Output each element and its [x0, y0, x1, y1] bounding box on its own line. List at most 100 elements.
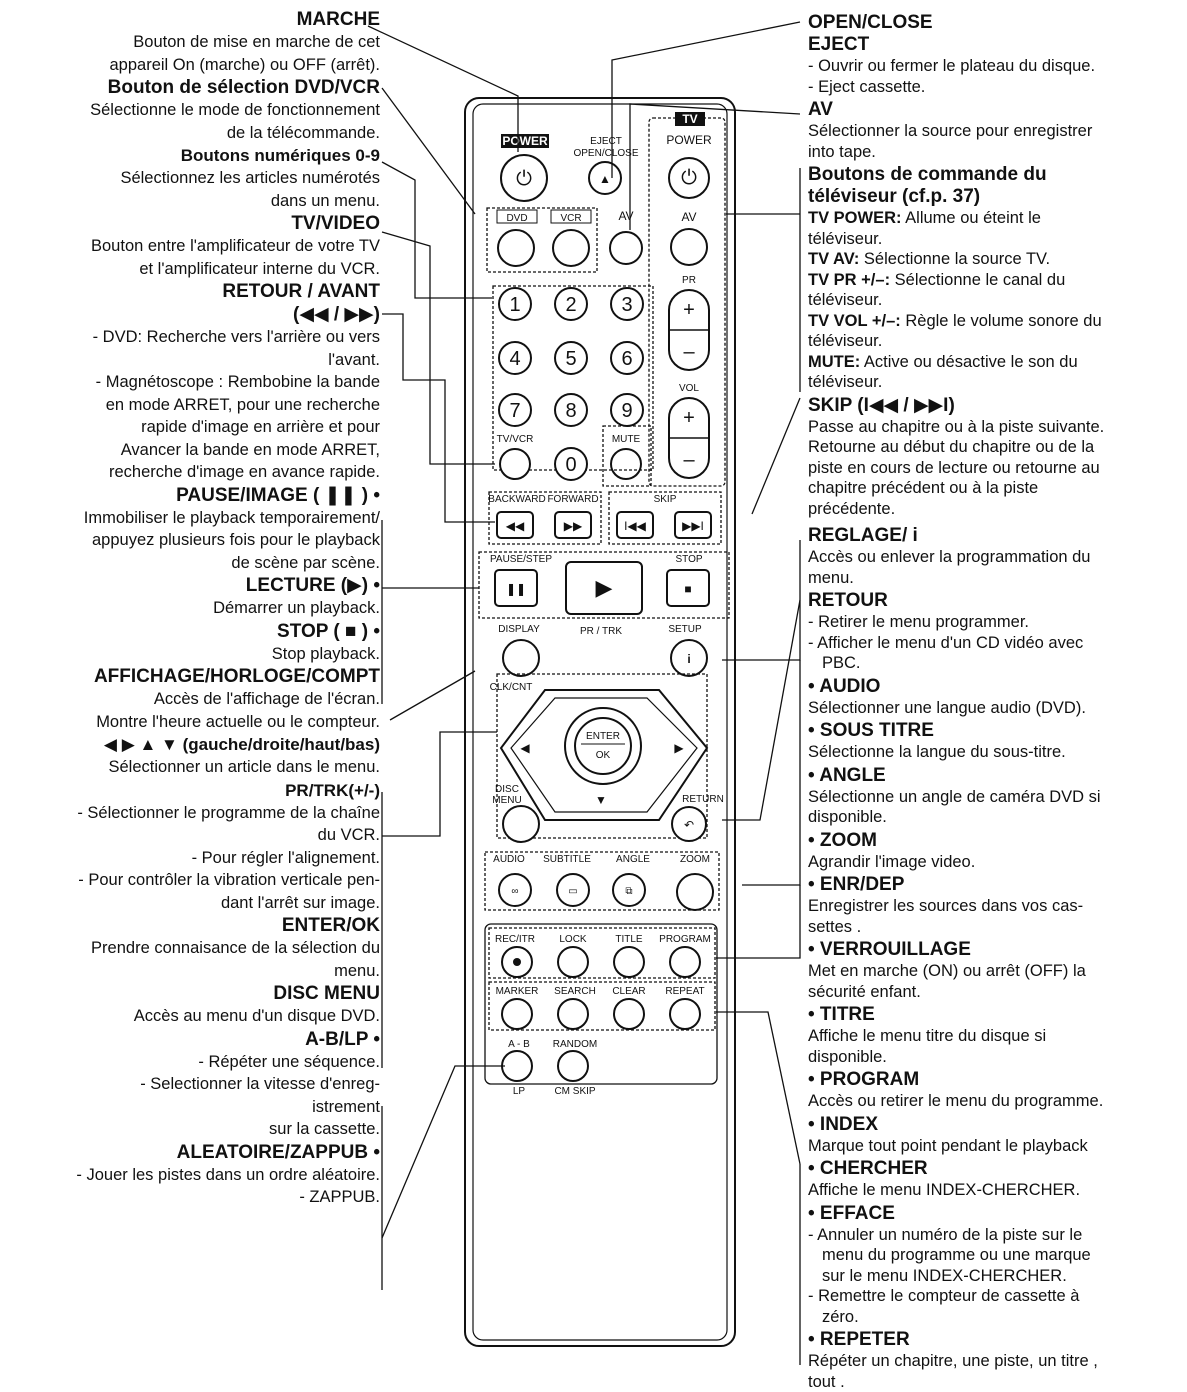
tv-item: TV POWER: Allume ou éteint le: [808, 208, 1183, 229]
desc-line: - Magnétoscope : Rembobine la bande: [6, 371, 380, 394]
desc-line: istrement: [6, 1096, 380, 1119]
tv-vcr-label: TV/VCR: [497, 434, 534, 445]
random-button[interactable]: [558, 1051, 588, 1081]
subtitle-label: SUBTITLE: [543, 854, 591, 865]
forward-label: FORWARD: [547, 494, 598, 505]
cm-skip-label: CM SKIP: [554, 1086, 595, 1097]
tv-item-value: Active ou désactive le son du: [860, 353, 1077, 371]
desc-line: en mode ARRET, pour une recherche: [6, 394, 380, 417]
tv-av-button[interactable]: [671, 229, 707, 265]
tv-item-value: Allume ou éteint le: [902, 209, 1041, 227]
desc-line: - Pour contrôler la vibration verticale …: [6, 869, 380, 892]
lp-label: LP: [513, 1086, 526, 1097]
dvd-button[interactable]: [498, 230, 534, 266]
desc-numeriques: Boutons numériques 0-9 Sélectionnez les …: [6, 145, 380, 212]
clear-label: CLEAR: [612, 986, 645, 997]
program-label: PROGRAM: [659, 934, 711, 945]
desc-line: - Annuler un numéro de la piste sur le: [808, 1225, 1183, 1246]
left-descriptions: MARCHE Bouton de mise en marche de cet a…: [6, 8, 380, 1209]
digit-2-label: 2: [565, 294, 576, 316]
tv-item-key: TV POWER:: [808, 209, 902, 227]
clear-button[interactable]: [614, 999, 644, 1029]
desc-enr: • ENR/DEP Enregistrer les sources dans v…: [808, 874, 1183, 937]
display-button[interactable]: [503, 640, 539, 676]
desc-line: Sélectionne la langue du sous-titre.: [808, 742, 1183, 763]
mute-button[interactable]: [611, 449, 641, 479]
desc-title-2: téléviseur (cf.p. 37): [808, 186, 1183, 208]
desc-audio: • AUDIO Sélectionner une langue audio (D…: [808, 676, 1183, 719]
zoom-button[interactable]: [677, 874, 713, 910]
enter-ok-button[interactable]: [575, 718, 631, 774]
desc-tvvideo: TV/VIDEO Bouton entre l'amplificateur de…: [6, 213, 380, 280]
eject-icon: ▲: [599, 172, 611, 186]
desc-line: Accès ou retirer le menu du programme.: [808, 1091, 1183, 1112]
vcr-button[interactable]: [553, 230, 589, 266]
pause-icon: ❚❚: [506, 582, 526, 596]
desc-reglage: REGLAGE/ i Accès ou enlever la programma…: [808, 525, 1183, 588]
desc-line: disponible.: [808, 1047, 1183, 1068]
desc-title: AFFICHAGE/HORLOGE/COMPT: [6, 666, 380, 688]
repeat-button[interactable]: [670, 999, 700, 1029]
desc-line: Accès de l'affichage de l'écran.: [6, 688, 380, 711]
desc-line: Immobiliser le playback temporairement/: [6, 507, 380, 530]
desc-line: Sélectionner un article dans le menu.: [6, 756, 380, 779]
tv-item-cont: téléviseur.: [808, 290, 1183, 311]
desc-line: Agrandir l'image video.: [808, 852, 1183, 873]
desc-line: sur le menu INDEX-CHERCHER.: [808, 1266, 1183, 1287]
desc-line: Prendre connaisance de la sélection du: [6, 937, 380, 960]
desc-line: piste en cours de lecture ou retourne au: [808, 458, 1183, 479]
desc-line: - Répéter une séquence.: [6, 1051, 380, 1074]
desc-line: - Remettre le compteur de cassette à: [808, 1286, 1183, 1307]
desc-title: LECTURE (▶) •: [6, 575, 380, 597]
marker-label: MARKER: [496, 986, 539, 997]
play-icon: ▶: [596, 575, 613, 600]
desc-title: REGLAGE/ i: [808, 525, 1183, 547]
desc-line: Met en marche (ON) ou arrêt (OFF) la: [808, 961, 1183, 982]
audio-label: AUDIO: [493, 854, 525, 865]
pr-trk-label: PR / TRK: [580, 626, 622, 637]
clk-cnt-label: CLK/CNT: [490, 682, 533, 693]
desc-zoom: • ZOOM Agrandir l'image video.: [808, 830, 1183, 873]
desc-aleatoire: ALEATOIRE/ZAPPUB • - Jouer les pistes da…: [6, 1142, 380, 1209]
desc-efface: • EFFACE - Annuler un numéro de la piste…: [808, 1203, 1183, 1328]
tv-item-value: Sélectionne le canal du: [890, 271, 1065, 289]
skip-back-icon: I◀◀: [624, 519, 647, 533]
tv-vcr-button[interactable]: [500, 449, 530, 479]
desc-title: • SOUS TITRE: [808, 720, 1183, 742]
desc-repeter: • REPETER Répéter un chapitre, une piste…: [808, 1329, 1183, 1392]
desc-title: • ENR/DEP: [808, 874, 1183, 896]
display-label: DISPLAY: [498, 624, 540, 635]
lock-label: LOCK: [559, 934, 587, 945]
desc-title: • INDEX: [808, 1114, 1183, 1136]
marker-button[interactable]: [502, 999, 532, 1029]
desc-line: dans un menu.: [6, 190, 380, 213]
title-button[interactable]: [614, 947, 644, 977]
ab-lp-button[interactable]: [502, 1051, 532, 1081]
remote-control: .out{fill:none;stroke:#111;stroke-width:…: [463, 96, 737, 1348]
tv-item-key: TV VOL +/–:: [808, 312, 901, 330]
tv-vol-minus-icon: –: [683, 449, 695, 471]
desc-line: Sélectionner la source pour enregistrer: [808, 121, 1183, 142]
av-button[interactable]: [610, 232, 642, 264]
search-button[interactable]: [558, 999, 588, 1029]
mute-label: MUTE: [612, 434, 641, 445]
lock-button[interactable]: [558, 947, 588, 977]
tv-item-cont: téléviseur.: [808, 229, 1183, 250]
disc-menu-button[interactable]: [503, 806, 539, 842]
tv-item-cont: téléviseur.: [808, 331, 1183, 352]
desc-line: - Selectionner la vitesse d'enreg-: [6, 1073, 380, 1096]
desc-line: Marque tout point pendant le playback: [808, 1136, 1183, 1157]
desc-line: Sélectionne le mode de fonctionnement: [6, 99, 380, 122]
desc-title: DISC MENU: [6, 983, 380, 1005]
left-arrow-icon: ◀: [520, 741, 530, 755]
desc-line: appareil On (marche) ou OFF (arrêt).: [6, 54, 380, 77]
program-button[interactable]: [670, 947, 700, 977]
desc-line: Affiche le menu INDEX-CHERCHER.: [808, 1180, 1183, 1201]
desc-line: Accès au menu d'un disque DVD.: [6, 1005, 380, 1028]
desc-line: - ZAPPUB.: [6, 1186, 380, 1209]
desc-line: rapide d'image en arrière et pour: [6, 416, 380, 439]
desc-marche: MARCHE Bouton de mise en marche de cet a…: [6, 9, 380, 76]
desc-tvcmd: Boutons de commande du téléviseur (cf.p.…: [808, 164, 1183, 393]
desc-prtrk: PR/TRK(+/-) - Sélectionner le programme …: [6, 780, 380, 915]
right-descriptions: OPEN/CLOSE EJECT - Ouvrir ou fermer le p…: [808, 10, 1183, 1392]
